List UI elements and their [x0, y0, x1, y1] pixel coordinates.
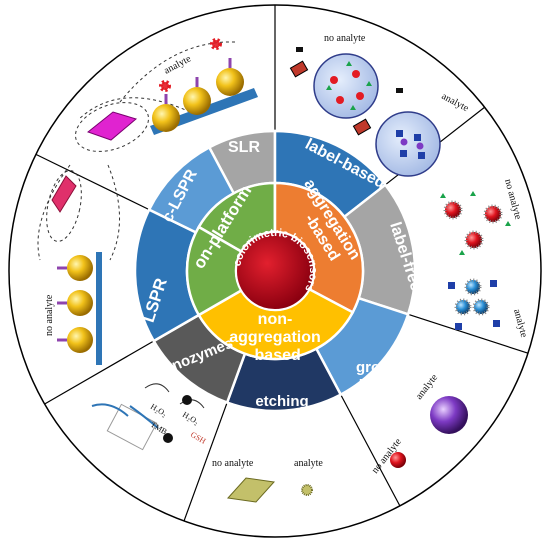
etching-no-analyte-label: no analyte — [212, 458, 254, 469]
sector-divider-line — [340, 394, 401, 507]
non-aggregation-label-line2: aggregation — [229, 329, 321, 346]
grown-nanoparticle-icon — [430, 396, 468, 434]
etching-label-line1: etching — [255, 393, 308, 410]
sector-divider-line — [44, 340, 155, 405]
label-based-illustration: no analyte analyte — [289, 33, 471, 177]
slr-label: SLR — [228, 139, 260, 156]
red-nanoparticle-icon — [464, 230, 484, 250]
gold-nanoparticle-icon — [67, 290, 93, 316]
gold-nanoparticle-icon — [216, 68, 244, 96]
red-nanoparticle-icon — [443, 200, 463, 220]
sector-divider-line — [183, 402, 228, 522]
label-based-no-analyte-label: no analyte — [324, 33, 366, 44]
etching-illustration: no analyte analyte — [212, 458, 323, 503]
sector-divider-line — [35, 153, 150, 211]
non-aggregation-label-line1: non- — [258, 311, 293, 328]
non-aggregation-label-line3: -based — [249, 347, 301, 364]
gold-nanoparticle-icon — [183, 87, 211, 115]
gold-nanoparticle-icon — [67, 327, 93, 353]
red-nanoparticle-icon — [483, 204, 503, 224]
center-circle — [235, 231, 315, 311]
growth-label-line2: -based — [354, 377, 402, 394]
gold-nanoparticle-icon — [67, 255, 93, 281]
lspr-illustration: no analyte — [37, 164, 121, 365]
growth-label-line1: growth — [356, 359, 406, 376]
etching-label-line2: -based — [258, 411, 306, 428]
gold-nanoparticle-icon — [152, 104, 180, 132]
etching-analyte-label: analyte — [294, 458, 323, 469]
small-nanoparticle-icon — [390, 452, 406, 468]
lspr-no-analyte-label: no analyte — [44, 294, 55, 336]
sector-divider-line — [407, 313, 529, 354]
